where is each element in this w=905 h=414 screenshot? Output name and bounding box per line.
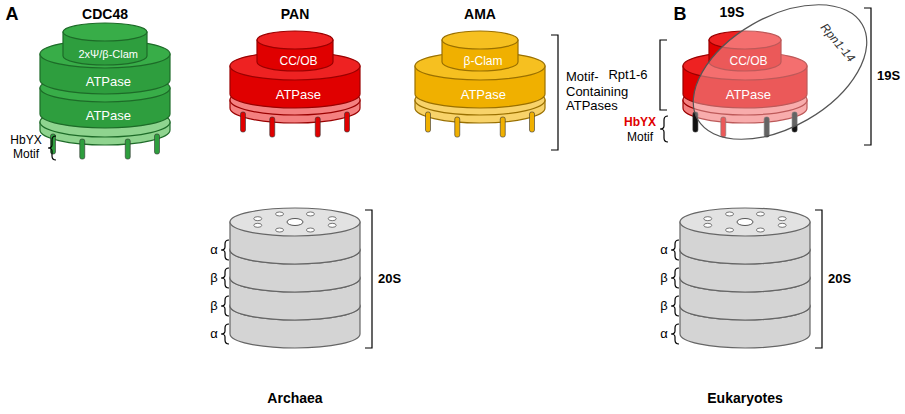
hbyx-peg — [315, 117, 320, 137]
node-text: CC/OB — [279, 54, 317, 68]
bracket — [551, 35, 558, 150]
hole — [726, 228, 734, 232]
label: α — [210, 327, 218, 342]
hole — [328, 223, 336, 227]
label: A — [6, 4, 19, 25]
label: 19S — [877, 69, 900, 84]
lid-outline — [670, 0, 890, 167]
label: 20S — [378, 272, 401, 287]
hbyx-peg — [241, 112, 246, 132]
brace — [221, 268, 229, 288]
bracket — [815, 210, 822, 348]
brace — [221, 324, 229, 344]
node-text: ATPase — [461, 87, 506, 102]
domain-tier: ATPase — [269, 84, 327, 104]
label: PAN — [281, 6, 310, 22]
pan-tier-top — [257, 31, 333, 49]
node-text: 2xΨ/β-Clam — [78, 48, 138, 60]
label: Motif — [627, 131, 653, 145]
bracket — [365, 210, 372, 348]
hbyx-peg — [345, 112, 350, 132]
hbyx-peg — [455, 117, 460, 137]
label: Eukaryotes — [707, 390, 782, 406]
domain-tier: CC/OB — [273, 50, 324, 70]
ama-tier-top — [415, 52, 545, 80]
hole — [254, 217, 262, 221]
domain-tier: β-Clam — [458, 50, 509, 70]
label: B — [674, 4, 687, 25]
node-text: CC/OB — [729, 54, 767, 68]
hbyx-peg — [426, 112, 431, 132]
domain-tier: ATPase — [79, 105, 137, 125]
node-text: β-Clam — [464, 54, 503, 68]
hole — [778, 217, 786, 221]
bracket — [660, 40, 667, 110]
hole — [778, 223, 786, 227]
ama-tier-top — [442, 31, 518, 49]
hbyx-peg — [270, 117, 275, 137]
hbyx-peg — [80, 139, 85, 159]
label: α — [660, 327, 668, 342]
hole — [704, 223, 712, 227]
hole — [254, 223, 262, 227]
domain-tier: ATPase — [454, 84, 512, 104]
brace — [221, 240, 229, 260]
node-text: ATPase — [276, 87, 321, 102]
brace — [48, 136, 56, 160]
hole — [756, 212, 764, 216]
label: β — [660, 299, 667, 314]
hbyx-peg — [500, 117, 505, 137]
node-text: ATPase — [86, 74, 131, 89]
label: α — [660, 243, 668, 258]
label: HbYX Motif — [4, 134, 48, 162]
hole — [276, 228, 284, 232]
label: Archaea — [267, 390, 322, 406]
core-20s-top — [230, 208, 360, 236]
brace — [671, 268, 679, 288]
domain-tier: CC/OB — [723, 50, 774, 70]
bracket — [864, 8, 871, 145]
pan-tier-top — [230, 52, 360, 80]
hole — [276, 212, 284, 216]
node-text: ATPase — [726, 87, 771, 102]
hole — [726, 212, 734, 216]
gate — [287, 219, 303, 226]
core-20s-top — [680, 208, 810, 236]
label: 20S — [828, 272, 851, 287]
brace — [671, 324, 679, 344]
hbyx-peg — [125, 139, 130, 159]
hbyx-peg — [530, 112, 535, 132]
brace — [671, 240, 679, 260]
hole — [756, 228, 764, 232]
gate — [737, 219, 753, 226]
label: HbYX — [624, 116, 656, 130]
hole — [306, 228, 314, 232]
label: β — [210, 271, 217, 286]
label: α — [210, 243, 218, 258]
domain-tier: 2xΨ/β-Clam — [72, 43, 144, 63]
cdc48-tier-top — [63, 23, 147, 41]
label: 19S — [720, 4, 745, 20]
node-text: ATPase — [86, 108, 131, 123]
hbyx-peg — [155, 134, 160, 154]
brace — [221, 296, 229, 316]
label: AMA — [464, 6, 496, 22]
label: Rpt1-6 — [608, 68, 647, 83]
label: CDC48 — [82, 6, 128, 22]
domain-tier: ATPase — [719, 84, 777, 104]
hole — [328, 217, 336, 221]
label: β — [210, 299, 217, 314]
brace — [660, 116, 668, 142]
domain-tier: ATPase — [79, 71, 137, 91]
hole — [704, 217, 712, 221]
label: β — [660, 271, 667, 286]
hole — [306, 212, 314, 216]
brace — [671, 296, 679, 316]
